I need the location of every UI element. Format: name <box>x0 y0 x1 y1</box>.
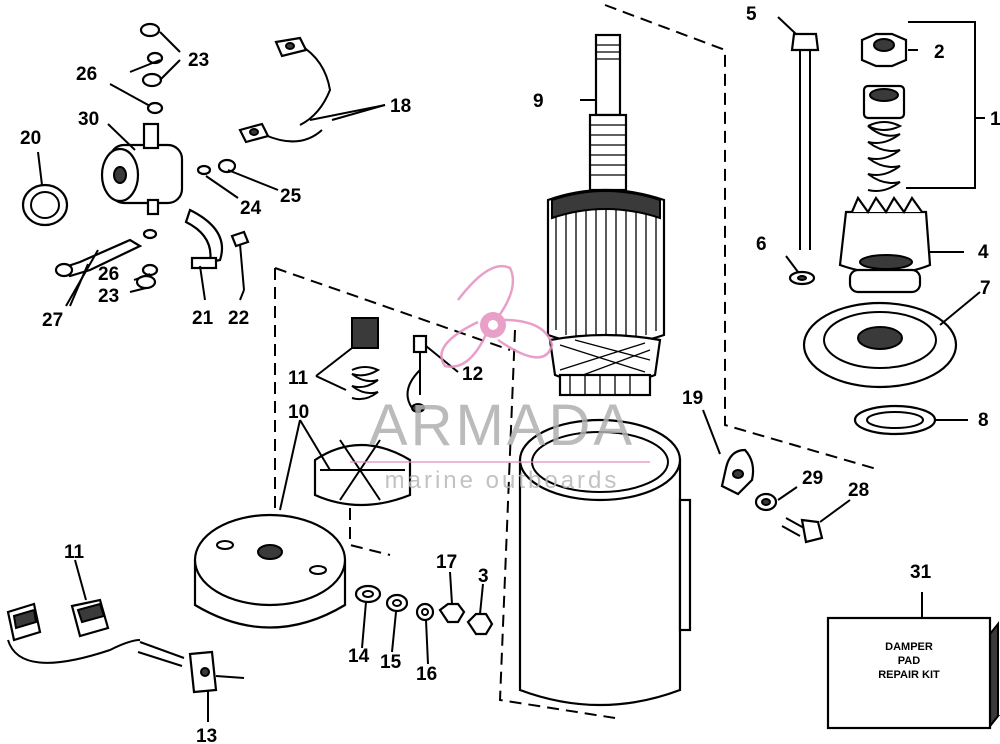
callout-12: 12 <box>462 364 483 385</box>
damper-pad-repair-kit: DAMPER PAD REPAIR KIT <box>826 616 1000 730</box>
callout-23a: 23 <box>188 50 209 71</box>
callout-28: 28 <box>848 480 869 501</box>
washer-stack <box>354 584 494 636</box>
callout-27: 27 <box>42 310 63 331</box>
callout-30: 30 <box>78 109 99 130</box>
callout-29: 29 <box>802 468 823 489</box>
callout-21: 21 <box>192 308 214 329</box>
callout-23b: 23 <box>98 286 119 307</box>
leader-lines <box>37 16 985 722</box>
callout-9: 9 <box>533 91 544 112</box>
repair-kit-line-2: PAD <box>898 655 920 667</box>
pinion-drive-assembly <box>788 32 958 436</box>
repair-kit-line-1: DAMPER <box>885 641 933 653</box>
brush-set <box>6 598 218 694</box>
callout-19: 19 <box>682 388 703 409</box>
solenoid-assembly <box>21 22 332 291</box>
callout-7: 7 <box>980 278 991 299</box>
callout-22: 22 <box>228 308 249 329</box>
callout-26a: 26 <box>76 64 97 85</box>
callout-6: 6 <box>756 234 767 255</box>
watermark-brand: ARMADA <box>369 393 635 458</box>
callout-24: 24 <box>240 198 262 219</box>
callout-16: 16 <box>416 664 437 685</box>
armada-watermark: ARMADA marine outboards <box>350 264 650 494</box>
brush-holder-assembly <box>193 317 428 629</box>
watermark-tagline: marine outboards <box>385 467 620 494</box>
field-frame <box>518 418 692 707</box>
clamp-and-bolt <box>720 448 824 544</box>
callout-17: 17 <box>436 552 457 573</box>
callout-3: 3 <box>478 566 489 587</box>
callout-13: 13 <box>196 726 217 744</box>
callout-10: 10 <box>288 402 309 423</box>
armature <box>546 33 666 397</box>
callout-labels: 1 2 3 4 5 6 7 8 9 10 11 11 12 13 14 15 1… <box>20 4 1000 744</box>
callout-25: 25 <box>280 186 302 207</box>
pink-propeller-logo <box>440 264 554 368</box>
callout-11a: 11 <box>288 368 309 389</box>
callout-14: 14 <box>348 646 370 667</box>
repair-kit-line-3: REPAIR KIT <box>878 669 940 681</box>
assembly-outline-armature <box>498 4 881 719</box>
callout-2: 2 <box>934 42 945 63</box>
callout-5: 5 <box>746 4 757 25</box>
callout-8: 8 <box>978 410 989 431</box>
callout-4: 4 <box>978 242 989 263</box>
callout-20: 20 <box>20 128 41 149</box>
callout-18: 18 <box>390 96 411 117</box>
callout-31: 31 <box>910 562 932 583</box>
callout-1: 1 <box>990 109 1000 130</box>
callout-11b: 11 <box>64 542 85 563</box>
callout-15: 15 <box>380 652 402 673</box>
callout-26b: 26 <box>98 264 119 285</box>
